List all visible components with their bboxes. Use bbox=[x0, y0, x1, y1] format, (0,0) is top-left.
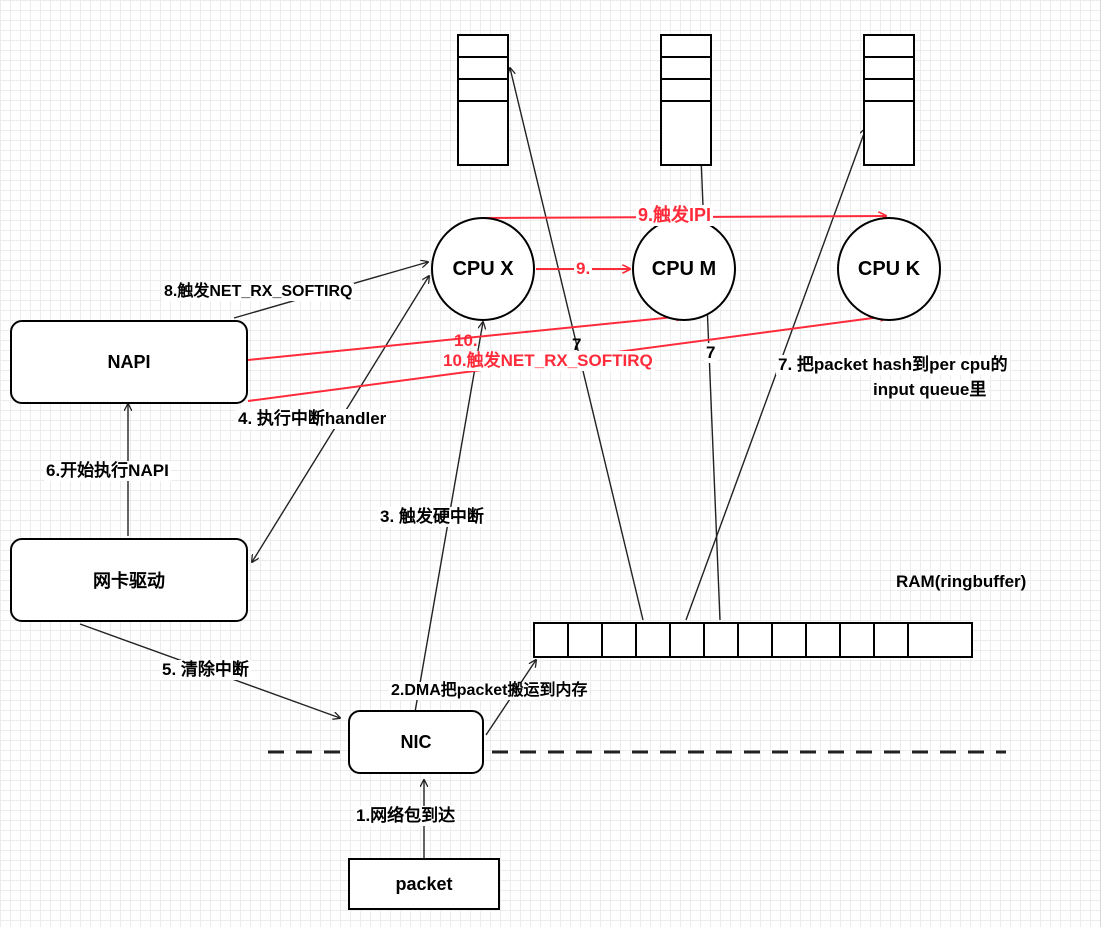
ram-ringbuffer bbox=[533, 622, 973, 658]
nic-driver-label: 网卡驱动 bbox=[93, 571, 165, 591]
label-step7-a: 7 bbox=[572, 335, 582, 354]
label-step3: 3. 触发硬中断 bbox=[378, 507, 486, 527]
label-step7: 7. 把packet hash到per cpu的 bbox=[776, 355, 1010, 375]
packet-label: packet bbox=[395, 873, 453, 894]
cpu-x-label: CPU X bbox=[452, 257, 514, 280]
packet-node: packet bbox=[348, 858, 500, 910]
nic-node: NIC bbox=[348, 710, 484, 774]
cpu-k-node: CPU K bbox=[837, 217, 941, 321]
label-step4: 4. 执行中断handler bbox=[236, 409, 389, 429]
cpu-k-input-queue bbox=[863, 34, 915, 166]
label-step8: 8.触发NET_RX_SOFTIRQ bbox=[162, 283, 355, 302]
napi-label: NAPI bbox=[107, 351, 151, 372]
window-edge bbox=[1100, 0, 1119, 927]
cpu-k-label: CPU K bbox=[857, 257, 921, 280]
label-ram-ringbuffer: RAM(ringbuffer) bbox=[896, 572, 1027, 591]
label-step7-b: 7 bbox=[704, 343, 718, 363]
label-step9: 9. bbox=[574, 259, 593, 279]
cpu-x-input-queue bbox=[457, 34, 509, 166]
label-step10-softirq: 10.触发NET_RX_SOFTIRQ bbox=[441, 351, 655, 371]
cpu-x-node: CPU X bbox=[431, 217, 535, 321]
arrow-ram-to-queue-x bbox=[510, 68, 644, 621]
cpu-m-node: CPU M bbox=[632, 217, 736, 321]
label-step9-ipi: 9.触发IPI bbox=[636, 205, 714, 226]
label-step7-line2: input queue里 bbox=[871, 380, 989, 400]
label-step2: 2.DMA把packet搬运到内存 bbox=[389, 682, 590, 701]
label-step6: 6.开始执行NAPI bbox=[44, 461, 171, 481]
label-step10: 10. bbox=[454, 331, 478, 350]
cpu-m-input-queue bbox=[660, 34, 712, 166]
nic-driver-node: 网卡驱动 bbox=[10, 538, 248, 622]
arrow-napi-to-cpu-m bbox=[247, 316, 684, 361]
napi-node: NAPI bbox=[10, 320, 248, 404]
cpu-m-label: CPU M bbox=[651, 257, 717, 280]
nic-label: NIC bbox=[400, 731, 432, 752]
label-step5: 5. 清除中断 bbox=[160, 660, 251, 680]
label-step1: 1.网络包到达 bbox=[354, 806, 458, 826]
